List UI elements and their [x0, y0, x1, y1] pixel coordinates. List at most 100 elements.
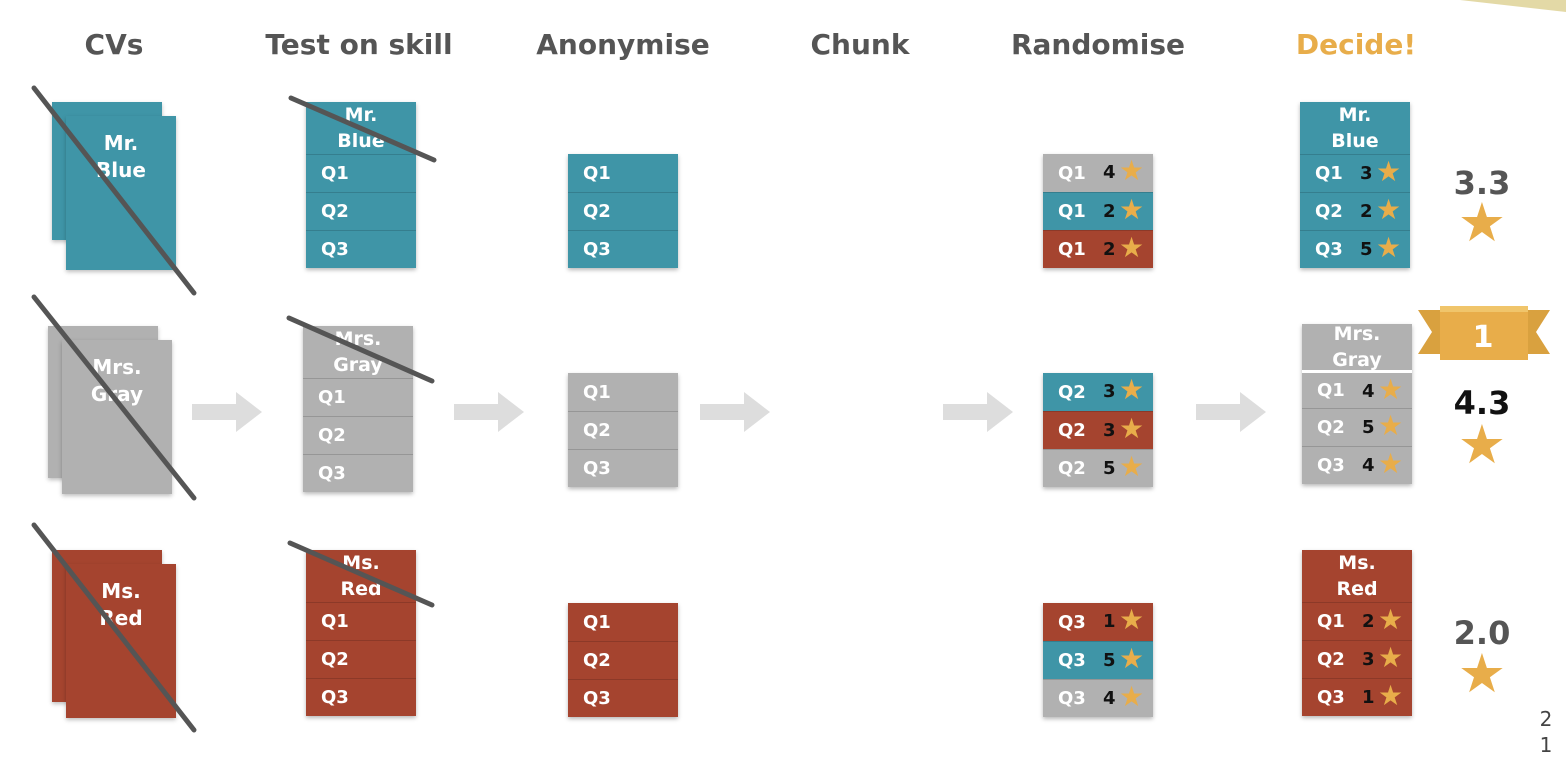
decide-gray-q2-label: Q2	[1317, 417, 1345, 438]
title-chunk: Chunk	[810, 28, 910, 61]
average-gray: 4.3	[1453, 384, 1511, 422]
random-g1-r1-score: 4	[1103, 162, 1116, 183]
star-icon: ★	[1378, 409, 1404, 442]
star-icon: ★	[1119, 231, 1145, 264]
decide-red-q2-label: Q2	[1317, 649, 1345, 670]
test-card-gray: Mrs.Gray Q1 Q2 Q3	[303, 326, 413, 492]
random-g2-r1-label: Q2	[1058, 381, 1086, 403]
arrow-right-icon	[700, 392, 770, 432]
cv-gray-line1: Mrs.	[92, 355, 142, 379]
average-red: 2.0	[1453, 614, 1511, 652]
random-g2-r2: Q2 3★	[1043, 411, 1153, 449]
decide-blue-q2-score: 2	[1360, 201, 1373, 222]
test-red-line1: Ms.	[342, 552, 380, 574]
cv-blue: Mr. Blue	[66, 116, 176, 270]
test-blue-q2: Q2	[306, 192, 416, 230]
star-icon: ★	[1119, 603, 1145, 636]
test-red-line2: Red	[340, 578, 382, 600]
star-icon: ★	[1119, 154, 1145, 187]
arrow-right-icon	[454, 392, 524, 432]
star-icon: ★	[1378, 373, 1404, 406]
decide-gray-line2: Gray	[1332, 349, 1382, 371]
test-red-q1: Q1	[306, 602, 416, 640]
star-icon: ★	[1378, 641, 1404, 674]
random-g2-r3-label: Q2	[1058, 458, 1086, 479]
random-g3-r2-label: Q3	[1058, 650, 1086, 671]
anon-red-q3: Q3	[568, 679, 678, 717]
arrow-right-icon	[192, 392, 262, 432]
star-icon: ★	[1376, 193, 1402, 226]
random-g2-r1: Q2 3★	[1043, 373, 1153, 411]
title-decide: Decide!	[1295, 28, 1417, 61]
test-card-red: Ms.Red Q1 Q2 Q3	[306, 550, 416, 716]
star-icon: ★	[1119, 373, 1145, 406]
ribbon-icon	[1418, 306, 1550, 360]
random-g1-r1-label: Q1	[1058, 162, 1086, 184]
cv-blue-line1: Mr.	[103, 131, 139, 155]
decide-red-q2: Q2 3★	[1302, 640, 1412, 678]
decide-blue-line1: Mr.	[1338, 104, 1372, 126]
random-g2-r2-score: 3	[1103, 420, 1116, 441]
test-gray-line2: Gray	[333, 354, 383, 376]
title-randomise: Randomise	[1010, 28, 1186, 61]
cv-gray-line2: Gray	[90, 382, 144, 406]
anon-blue-q3: Q3	[568, 230, 678, 268]
anon-blue-q2: Q2	[568, 192, 678, 230]
decide-gray-q1-label: Q1	[1317, 380, 1345, 401]
anon-gray-q2: Q2	[568, 411, 678, 449]
decide-gray-q3-score: 4	[1362, 455, 1375, 476]
cv-red-line1: Ms.	[101, 579, 141, 603]
random-g3-r1: Q3 1★	[1043, 603, 1153, 641]
corner-decoration	[1460, 0, 1566, 12]
star-icon: ★	[1119, 680, 1145, 713]
random-g2-r1-score: 3	[1103, 381, 1116, 402]
page-number: 2 1	[1539, 707, 1553, 757]
decide-blue-q1: Q1 3★	[1300, 154, 1410, 192]
random-g3-r1-label: Q3	[1058, 611, 1086, 633]
decide-blue-q2-label: Q2	[1315, 201, 1343, 222]
random-g3-r1-score: 1	[1103, 611, 1116, 632]
decide-blue-line2: Blue	[1331, 130, 1379, 152]
decide-blue-q1-label: Q1	[1315, 163, 1343, 184]
decide-gray-line1: Mrs.	[1333, 323, 1381, 345]
anon-gray-q3: Q3	[568, 449, 678, 487]
random-g1-r2-score: 2	[1103, 201, 1116, 222]
test-blue-q3: Q3	[306, 230, 416, 268]
star-icon: ★	[1376, 155, 1402, 188]
decide-blue-q3-score: 5	[1360, 239, 1373, 260]
winner-rank: 1	[1472, 320, 1494, 355]
test-gray-q1: Q1	[303, 378, 413, 416]
cv-blue-line2: Blue	[96, 158, 146, 182]
decide-red-line1: Ms.	[1338, 552, 1376, 574]
star-icon: ★	[1119, 193, 1145, 226]
test-blue-line1: Mr.	[344, 104, 378, 126]
title-test-on-skill: Test on skill	[265, 28, 453, 61]
star-icon: ★	[1376, 231, 1402, 264]
random-g1-r3-score: 2	[1103, 239, 1116, 260]
decide-blue-q1-score: 3	[1360, 163, 1373, 184]
decide-red-q1-score: 2	[1362, 611, 1375, 632]
decide-blue-q2: Q2 2★	[1300, 192, 1410, 230]
star-icon: ★	[1119, 412, 1145, 445]
random-g3-r3-score: 4	[1103, 688, 1116, 709]
random-g2-r2-label: Q2	[1058, 420, 1086, 441]
decide-red-q2-score: 3	[1362, 649, 1375, 670]
title-anonymise: Anonymise	[536, 28, 710, 61]
anon-card-gray: Q1 Q2 Q3	[568, 373, 678, 487]
decide-red-q1-label: Q1	[1317, 611, 1345, 632]
decide-red-q3-score: 1	[1362, 687, 1375, 708]
test-red-q2: Q2	[306, 640, 416, 678]
decide-gray-q1-score: 4	[1362, 381, 1375, 402]
anon-red-q2: Q2	[568, 641, 678, 679]
